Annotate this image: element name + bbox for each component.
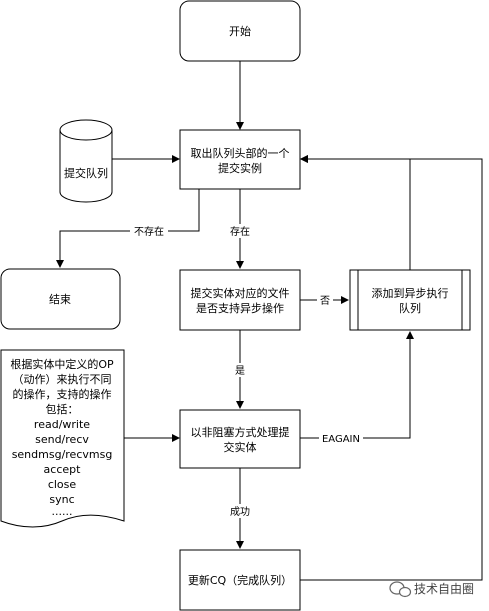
svg-text:提交队列: 提交队列 xyxy=(64,166,108,180)
note-line: read/write xyxy=(34,418,90,431)
svg-text:成功: 成功 xyxy=(230,506,250,518)
note-line: close xyxy=(48,478,77,491)
edge-label-not-exist: 不存在 xyxy=(130,224,168,238)
svg-text:结束: 结束 xyxy=(49,293,71,306)
edge-label-exist: 存在 xyxy=(227,224,253,238)
note-line: （动作）来执行不同 xyxy=(13,372,112,386)
edge-nonblock-to-async xyxy=(300,331,414,439)
note-line: ...... xyxy=(52,505,73,518)
note-supported-ops: 根据实体中定义的OP （动作）来执行不同 的操作，支持的操作 包括： read/… xyxy=(0,349,125,528)
watermark: 技术自由圈 xyxy=(389,581,474,598)
svg-text:添加到异步执行: 添加到异步执行 xyxy=(372,286,449,300)
wechat-icon xyxy=(389,581,412,598)
node-dequeue: 取出队列头部的一个 提交实例 xyxy=(179,129,301,190)
node-start: 开始 xyxy=(179,0,301,62)
node-end: 结束 xyxy=(0,268,121,330)
watermark-text: 技术自由圈 xyxy=(414,582,474,596)
svg-text:是: 是 xyxy=(235,365,245,377)
node-nonblocking-process: 以非阻塞方式处理提 交实体 xyxy=(179,409,301,469)
svg-text:提交实例: 提交实例 xyxy=(218,161,262,175)
svg-text:以非阻塞方式处理提: 以非阻塞方式处理提 xyxy=(191,425,290,439)
note-line: send/recv xyxy=(35,433,89,446)
svg-text:否: 否 xyxy=(320,295,330,307)
edge-label-yes: 是 xyxy=(230,363,250,377)
note-line: sendmsg/recvmsg xyxy=(12,448,113,461)
edge-async-to-dequeue xyxy=(300,155,411,270)
note-line: 包括： xyxy=(46,402,79,416)
note-line: 的操作，支持的操作 xyxy=(13,387,112,401)
edge-note-to-nonblock xyxy=(124,434,180,442)
edge-start-to-dequeue xyxy=(236,61,244,130)
edge-label-eagain: EAGAIN xyxy=(319,431,363,445)
svg-text:交实体: 交实体 xyxy=(224,440,257,454)
svg-text:不存在: 不存在 xyxy=(134,225,164,238)
note-line: accept xyxy=(44,463,82,476)
note-line: 根据实体中定义的OP xyxy=(10,357,114,371)
node-async-queue: 添加到异步执行 队列 xyxy=(349,269,471,331)
svg-text:开始: 开始 xyxy=(229,24,251,38)
svg-text:是否支持异步操作: 是否支持异步操作 xyxy=(196,301,284,315)
svg-text:更新CQ（完成队列）: 更新CQ（完成队列） xyxy=(188,573,292,587)
svg-text:提交实体对应的文件: 提交实体对应的文件 xyxy=(191,286,290,300)
svg-text:取出队列头部的一个: 取出队列头部的一个 xyxy=(191,146,290,160)
svg-text:EAGAIN: EAGAIN xyxy=(322,434,360,445)
node-update-cq: 更新CQ（完成队列） xyxy=(179,549,301,611)
edge-label-success: 成功 xyxy=(227,504,253,518)
svg-text:队列: 队列 xyxy=(399,301,421,315)
node-check-async-support: 提交实体对应的文件 是否支持异步操作 xyxy=(179,269,301,331)
node-submit-queue: 提交队列 xyxy=(59,119,113,203)
note-line: sync xyxy=(49,493,74,506)
edge-label-no: 否 xyxy=(317,293,333,307)
edge-queue-to-dequeue xyxy=(112,155,180,163)
edge-dequeue-to-end xyxy=(56,189,200,268)
edge-update-to-dequeue xyxy=(300,155,483,581)
svg-text:存在: 存在 xyxy=(230,225,250,238)
